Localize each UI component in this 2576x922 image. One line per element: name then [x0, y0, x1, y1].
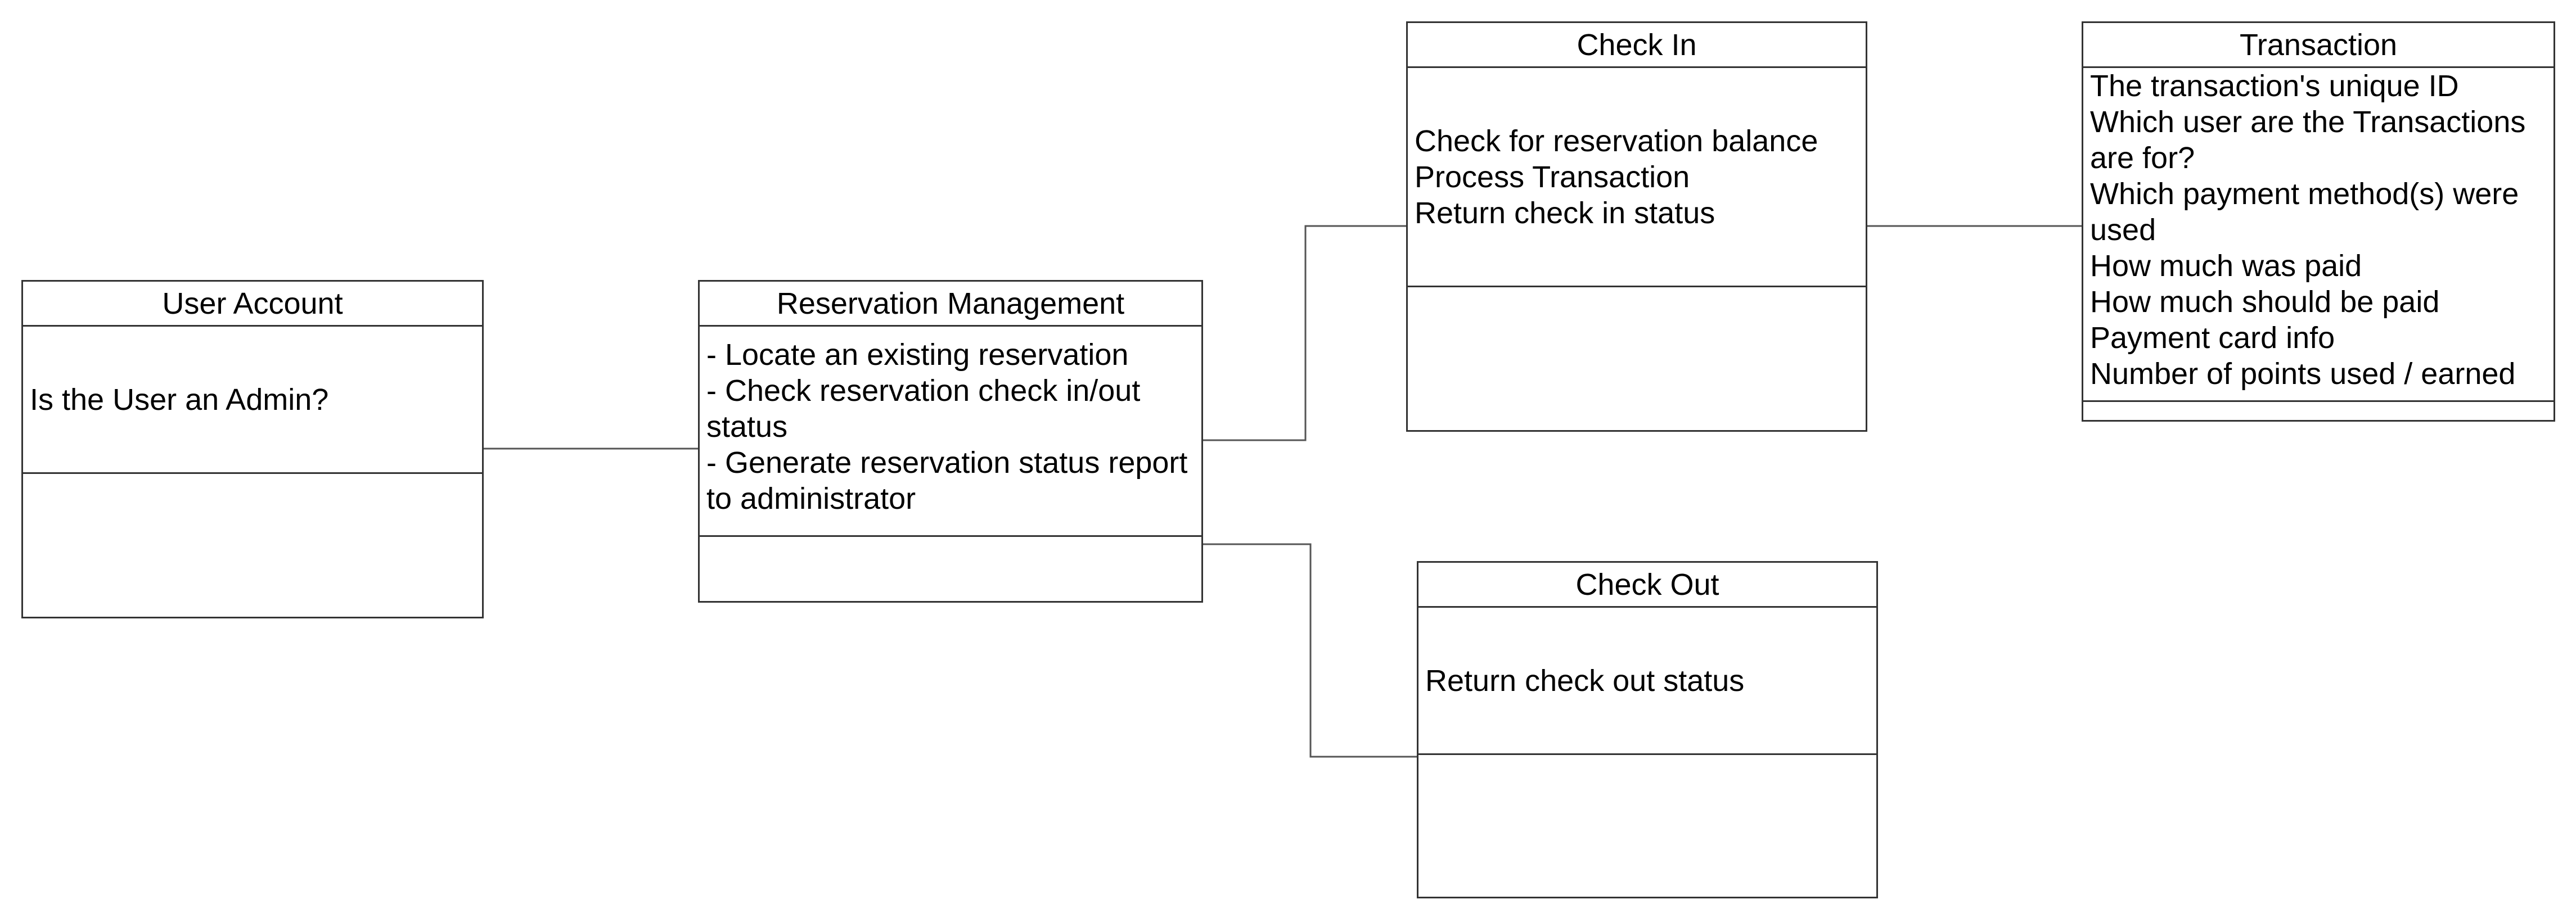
- class-attributes: Check for reservation balance Process Tr…: [1408, 68, 1866, 287]
- attribute-line: - Locate an existing reservation: [706, 338, 1129, 372]
- attribute-line: Check for reservation balance: [1415, 124, 1818, 158]
- attribute-line: How much was paid: [2090, 249, 2362, 283]
- attribute-line: Is the User an Admin?: [30, 382, 329, 417]
- class-title: Transaction: [2083, 23, 2554, 68]
- class-title: Check Out: [1418, 563, 1876, 608]
- class-box-reservation-management[interactable]: Reservation Management - Locate an exist…: [698, 280, 1203, 603]
- class-title: User Account: [23, 282, 482, 327]
- class-box-check-out[interactable]: Check Out Return check out status: [1417, 561, 1878, 898]
- attribute-line: How much should be paid: [2090, 285, 2440, 319]
- attribute-line: Return check out status: [1425, 663, 1745, 698]
- class-box-transaction[interactable]: Transaction The transaction's unique ID …: [2082, 21, 2555, 422]
- attribute-line: Payment card info: [2090, 321, 2335, 355]
- class-attributes: - Locate an existing reservation - Check…: [700, 327, 1201, 537]
- attribute-line: - Generate reservation status report: [706, 446, 1188, 480]
- attribute-line: Return check in status: [1415, 196, 1715, 230]
- class-attributes: Is the User an Admin?: [23, 327, 482, 474]
- attribute-line: The transaction's unique ID: [2090, 69, 2459, 103]
- attribute-line: Process Transaction: [1415, 160, 1690, 194]
- class-attributes: Return check out status: [1418, 608, 1876, 755]
- connector-reservation-management-check-out: [1203, 543, 1417, 758]
- class-title: Reservation Management: [700, 282, 1201, 327]
- attribute-line: Which payment method(s) were: [2090, 177, 2519, 211]
- attribute-line: status: [706, 410, 788, 444]
- connector-reservation-management-check-in: [1203, 225, 1406, 441]
- attribute-line: Which user are the Transactions: [2090, 105, 2526, 139]
- class-attributes: The transaction's unique ID Which user a…: [2083, 68, 2554, 402]
- class-box-user-account[interactable]: User Account Is the User an Admin?: [21, 280, 484, 618]
- attribute-line: used: [2090, 213, 2156, 247]
- attribute-line: Number of points used / earned: [2090, 357, 2516, 391]
- class-title: Check In: [1408, 23, 1866, 68]
- attribute-line: - Check reservation check in/out: [706, 374, 1141, 408]
- class-box-check-in[interactable]: Check In Check for reservation balance P…: [1406, 21, 1867, 432]
- attribute-line: are for?: [2090, 141, 2195, 175]
- attribute-line: to administrator: [706, 482, 916, 516]
